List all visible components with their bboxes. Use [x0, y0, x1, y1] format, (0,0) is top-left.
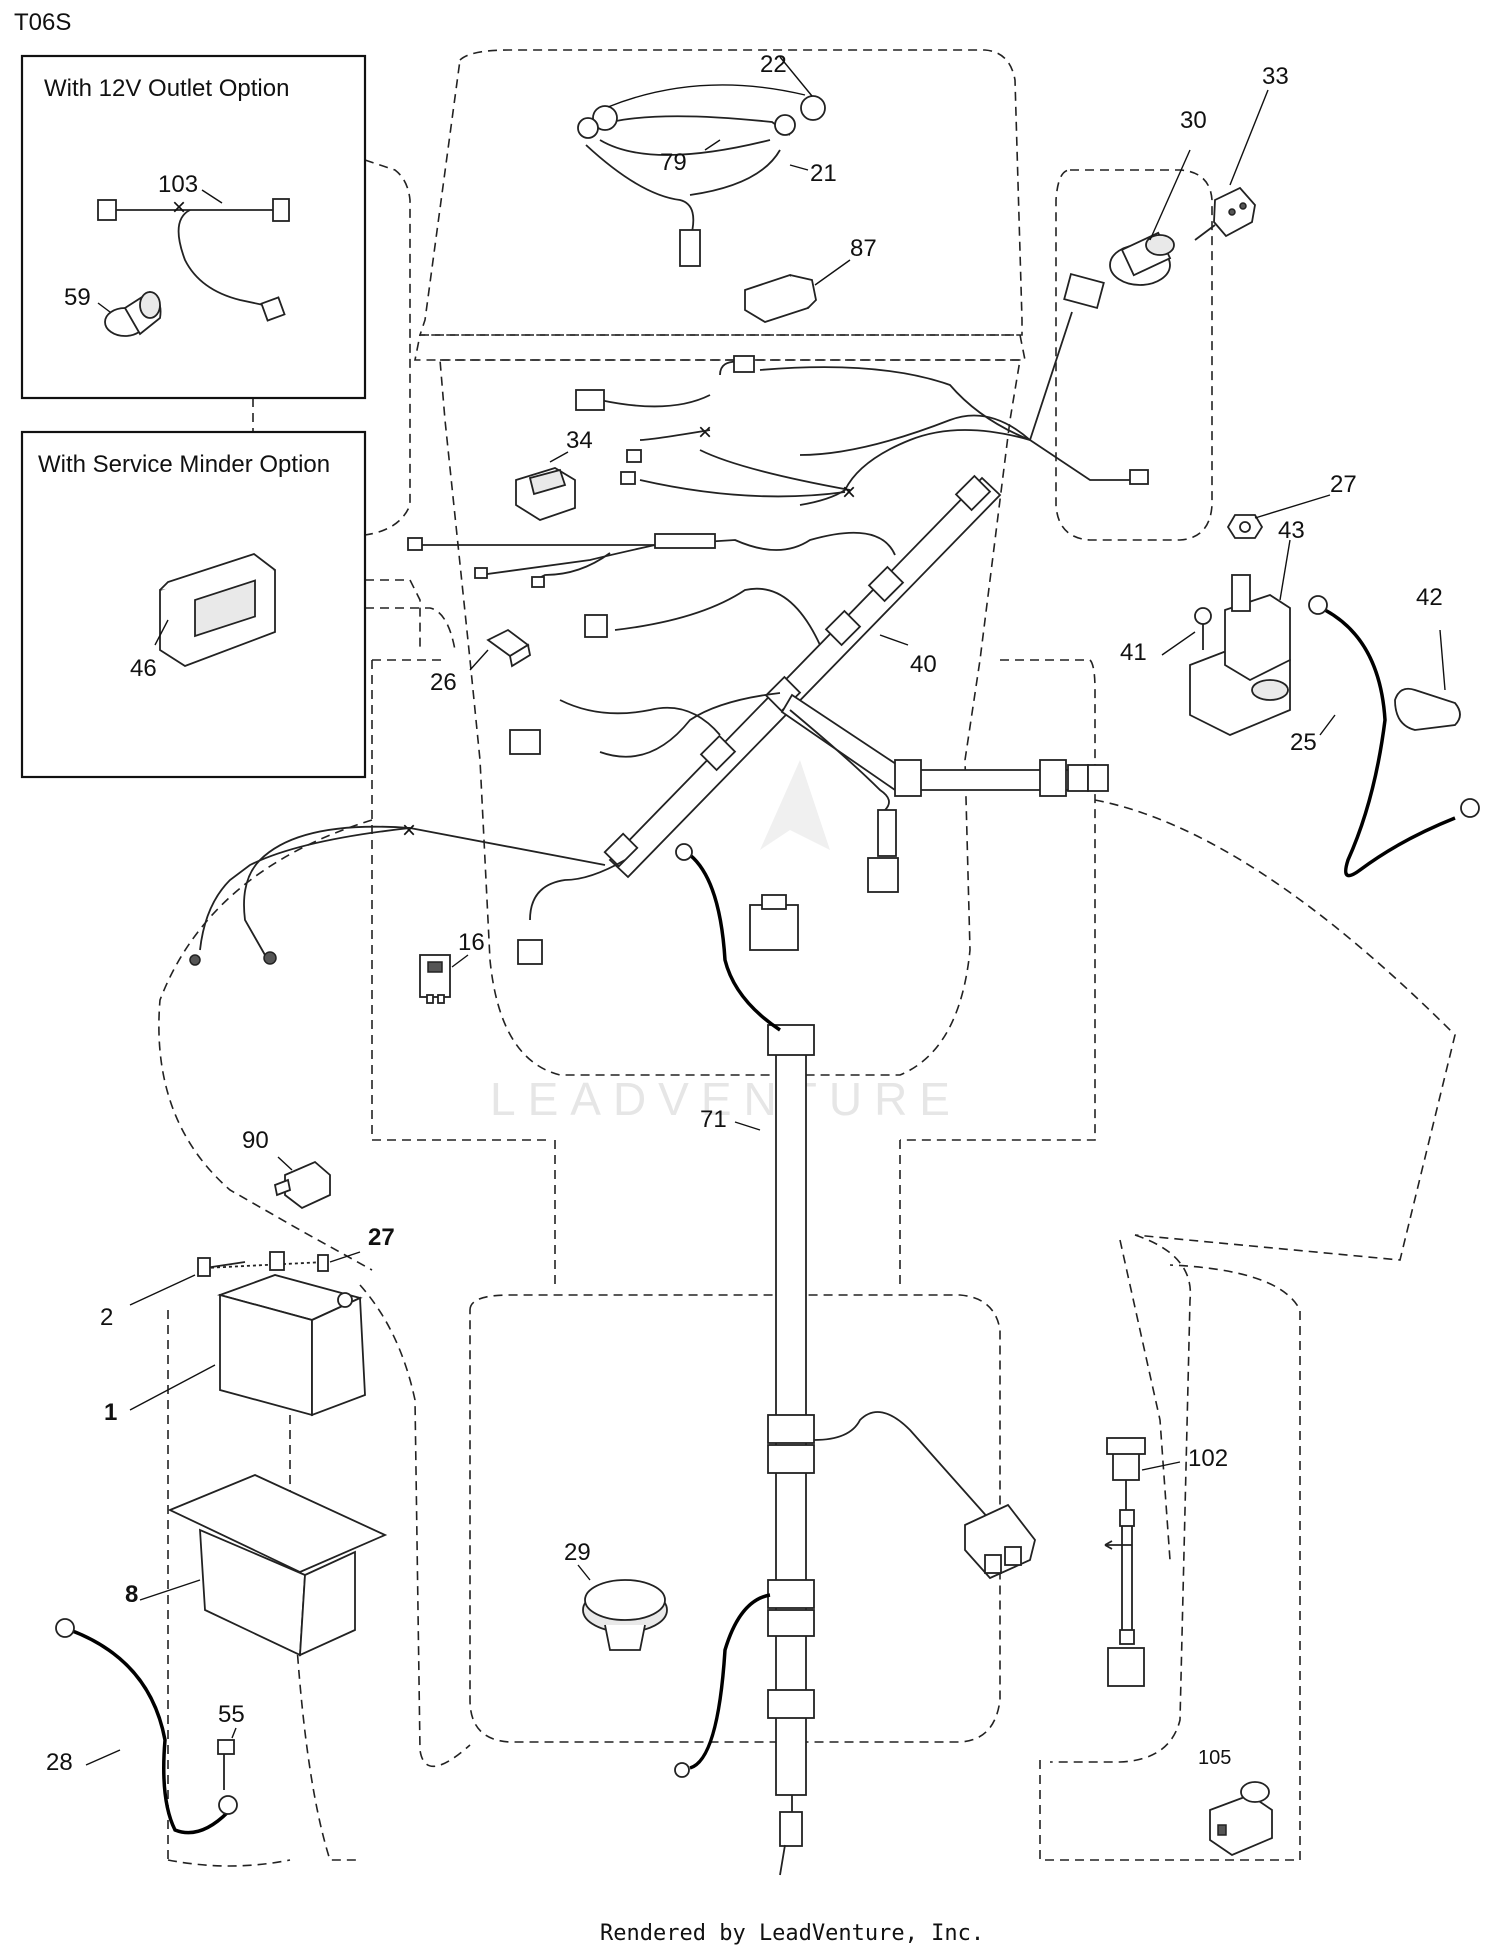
splice-mark: ×	[172, 194, 186, 221]
splice-mark-3: ×	[842, 479, 856, 506]
switch-16: 16	[419, 929, 485, 1004]
part-29: 29	[564, 1539, 668, 1651]
part-90: 90	[242, 1127, 331, 1210]
callout-90: 90	[242, 1127, 269, 1154]
callout-16: 16	[458, 929, 485, 956]
harness-71: 71	[674, 843, 1036, 1876]
ground-cable: 28 55	[46, 1618, 245, 1835]
harness-102: 102	[1104, 1437, 1228, 1687]
splice-mark-4: ×	[402, 817, 416, 844]
callout-27-top: 27	[1330, 471, 1357, 498]
callout-59: 59	[64, 284, 91, 311]
callout-103: 103	[158, 171, 198, 198]
callout-40: 40	[910, 651, 937, 678]
callout-46: 46	[130, 655, 157, 682]
callout-30: 30	[1180, 107, 1207, 134]
callout-22: 22	[760, 51, 787, 78]
callout-1: 1	[104, 1399, 117, 1426]
main-harness: × × ×	[189, 272, 1149, 966]
headlight-assembly: 22 79 21	[577, 51, 837, 267]
watermark: LEADVENTURE	[490, 760, 962, 1125]
callout-29: 29	[564, 1539, 591, 1566]
callout-79: 79	[660, 149, 687, 176]
service-minder-option-box: With Service Minder Option 46	[20, 430, 367, 779]
callout-28: 28	[46, 1749, 73, 1776]
callout-34: 34	[566, 427, 593, 454]
callout-105: 105	[1198, 1747, 1231, 1769]
callout-27-battery: 27	[368, 1224, 395, 1251]
callout-33: 33	[1262, 63, 1289, 90]
callout-87: 87	[850, 235, 877, 262]
callout-71: 71	[700, 1106, 727, 1133]
frame-outlines	[158, 49, 1456, 1867]
diagram-id: T06S	[14, 9, 71, 36]
footer-credit: Rendered by LeadVenture, Inc.	[600, 1921, 984, 1946]
battery-assembly: 2 27 1 8	[100, 1224, 395, 1657]
callout-26: 26	[430, 669, 457, 696]
callout-102: 102	[1188, 1445, 1228, 1472]
watermark-text: LEADVENTURE	[490, 1073, 962, 1125]
outlet-option-title: With 12V Outlet Option	[44, 75, 289, 102]
service-minder-option-title: With Service Minder Option	[38, 451, 330, 478]
ignition-switch: 30 33	[1109, 63, 1289, 286]
callout-42: 42	[1416, 584, 1443, 611]
callout-55: 55	[218, 1701, 245, 1728]
solenoid-assembly: 27 43 41 25 42	[1120, 471, 1480, 878]
callout-21: 21	[810, 160, 837, 187]
relay-87: 87	[744, 235, 877, 323]
switch-34: 34	[515, 427, 593, 521]
splice-mark-2: ×	[698, 419, 712, 446]
callout-2: 2	[100, 1304, 113, 1331]
outlet-option-box: With 12V Outlet Option × 103 59	[20, 54, 367, 400]
callout-8: 8	[125, 1581, 138, 1608]
callout-41: 41	[1120, 639, 1147, 666]
part-105: 105	[1198, 1747, 1273, 1857]
callout-43: 43	[1278, 517, 1305, 544]
fuse-26: 26	[430, 628, 532, 696]
callout-25: 25	[1290, 729, 1317, 756]
